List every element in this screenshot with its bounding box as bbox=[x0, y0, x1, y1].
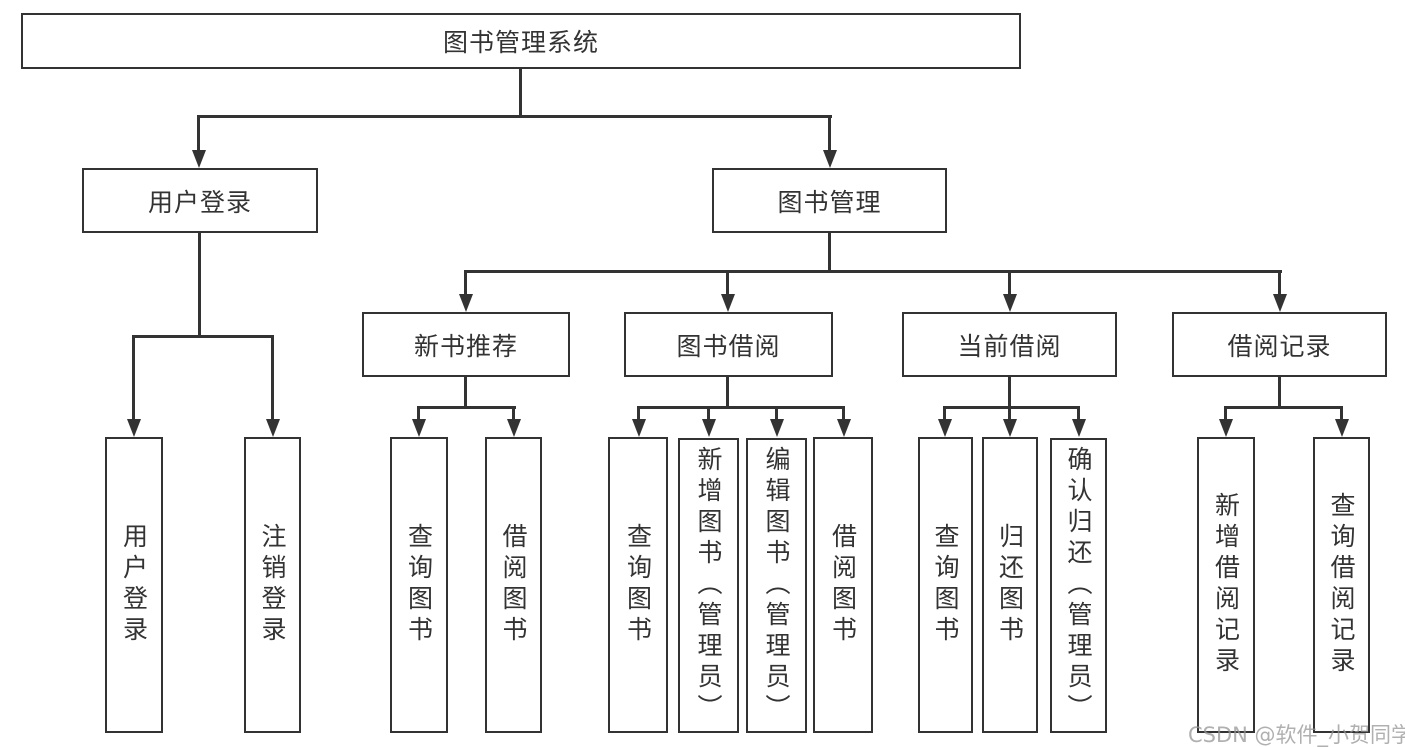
arrow-to-query-book-3-line bbox=[943, 407, 946, 423]
connector-current-borrow-trunk bbox=[1008, 377, 1011, 409]
arrow-to-borrow-book-2-line bbox=[842, 407, 845, 423]
arrow-to-leaf-user-login-head-icon bbox=[127, 419, 141, 437]
leaf-add-book: 新增图书（管理员） bbox=[678, 438, 739, 733]
arrow-to-book-borrow-head-icon bbox=[721, 294, 735, 312]
watermark: CSDN @软件_小贺同学 bbox=[1188, 723, 1405, 747]
node-current-borrow: 当前借阅 bbox=[902, 312, 1117, 377]
leaf-borrow-book-2: 借阅图书 bbox=[813, 437, 873, 733]
arrow-to-return-book-head-icon bbox=[1003, 419, 1017, 437]
leaf-query-book-1-label: 查询图书 bbox=[404, 523, 434, 647]
leaf-edit-book-label: 编辑图书（管理员） bbox=[762, 446, 791, 725]
leaf-query-record: 查询借阅记录 bbox=[1313, 437, 1370, 733]
leaf-user-login-label: 用户登录 bbox=[119, 523, 149, 647]
node-user-login-label: 用户登录 bbox=[147, 187, 252, 217]
leaf-user-login: 用户登录 bbox=[105, 437, 163, 733]
arrow-to-user-login-line bbox=[197, 116, 200, 154]
node-borrow-record-label: 借阅记录 bbox=[1227, 331, 1332, 361]
leaf-add-book-label: 新增图书（管理员） bbox=[694, 446, 723, 725]
connector-new-book-trunk bbox=[464, 377, 467, 409]
node-root: 图书管理系统 bbox=[21, 13, 1021, 69]
arrow-to-query-book-1-head-icon bbox=[412, 419, 426, 437]
arrow-to-book-borrow-line bbox=[726, 271, 729, 298]
arrow-to-query-book-2-line bbox=[637, 407, 640, 423]
leaf-add-record: 新增借阅记录 bbox=[1197, 437, 1255, 733]
connector-borrow-record-trunk bbox=[1278, 377, 1281, 409]
leaf-query-book-3: 查询图书 bbox=[918, 437, 973, 733]
node-book-mgmt: 图书管理 bbox=[712, 168, 947, 233]
leaf-borrow-book-2-label: 借阅图书 bbox=[828, 523, 858, 647]
node-book-borrow-label: 图书借阅 bbox=[676, 331, 781, 361]
connector-level1-rail bbox=[197, 115, 832, 118]
arrow-to-book-mgmt-head-icon bbox=[823, 150, 837, 168]
leaf-logout: 注销登录 bbox=[244, 437, 301, 733]
leaf-query-book-2: 查询图书 bbox=[608, 437, 668, 733]
arrow-to-query-record-head-icon bbox=[1335, 419, 1349, 437]
arrow-to-borrow-book-1-line bbox=[512, 407, 515, 423]
arrow-to-new-book-line bbox=[464, 271, 467, 298]
node-current-borrow-label: 当前借阅 bbox=[957, 331, 1062, 361]
arrow-to-add-book-head-icon bbox=[702, 419, 716, 437]
arrow-to-confirm-return-head-icon bbox=[1072, 419, 1086, 437]
arrow-to-query-record-line bbox=[1340, 407, 1343, 423]
leaf-edit-book: 编辑图书（管理员） bbox=[746, 438, 807, 733]
leaf-query-book-3-label: 查询图书 bbox=[931, 523, 960, 647]
arrow-to-new-book-head-icon bbox=[459, 294, 473, 312]
arrow-to-edit-book-head-icon bbox=[770, 419, 784, 437]
connector-borrow-record-rail bbox=[1224, 406, 1343, 409]
node-borrow-record: 借阅记录 bbox=[1172, 312, 1387, 377]
leaf-return-book: 归还图书 bbox=[982, 437, 1038, 733]
leaf-query-book-1: 查询图书 bbox=[390, 437, 448, 733]
node-user-login: 用户登录 bbox=[82, 168, 318, 233]
arrow-to-add-record-head-icon bbox=[1219, 419, 1233, 437]
connector-book-mgmt-rail bbox=[464, 270, 1282, 273]
arrow-to-leaf-logout-head-icon bbox=[266, 419, 280, 437]
node-new-book-rec: 新书推荐 bbox=[362, 312, 570, 377]
connector-root-trunk bbox=[519, 69, 522, 118]
leaf-confirm-return-label: 确认归还（管理员） bbox=[1064, 446, 1093, 725]
arrow-to-query-book-2-head-icon bbox=[632, 419, 646, 437]
connector-book-mgmt-trunk bbox=[828, 233, 831, 273]
arrow-to-add-book-line bbox=[707, 407, 710, 423]
leaf-query-book-2-label: 查询图书 bbox=[623, 523, 653, 647]
arrow-to-query-book-3-head-icon bbox=[938, 419, 952, 437]
arrow-to-borrow-record-head-icon bbox=[1273, 294, 1287, 312]
arrow-to-leaf-logout-line bbox=[271, 336, 274, 423]
connector-new-book-rail bbox=[417, 406, 516, 409]
arrow-to-leaf-user-login-line bbox=[132, 336, 135, 423]
arrow-to-borrow-record-line bbox=[1278, 271, 1281, 298]
arrow-to-borrow-book-2-head-icon bbox=[837, 419, 851, 437]
arrow-to-current-borrow-line bbox=[1008, 271, 1011, 298]
node-book-borrow: 图书借阅 bbox=[624, 312, 833, 377]
connector-user-login-rail bbox=[132, 335, 274, 338]
node-book-mgmt-label: 图书管理 bbox=[777, 187, 882, 217]
node-new-book-rec-label: 新书推荐 bbox=[413, 331, 518, 361]
connector-user-login-trunk bbox=[198, 233, 201, 338]
arrow-to-book-mgmt-line bbox=[828, 116, 831, 154]
leaf-add-record-label: 新增借阅记录 bbox=[1211, 492, 1241, 678]
leaf-borrow-book-1: 借阅图书 bbox=[485, 437, 542, 733]
arrow-to-return-book-line bbox=[1008, 407, 1011, 423]
connector-current-borrow-rail bbox=[943, 406, 1080, 409]
arrow-to-query-book-1-line bbox=[417, 407, 420, 423]
node-root-label: 图书管理系统 bbox=[442, 28, 599, 57]
leaf-borrow-book-1-label: 借阅图书 bbox=[499, 523, 528, 647]
leaf-logout-label: 注销登录 bbox=[258, 523, 287, 647]
leaf-query-record-label: 查询借阅记录 bbox=[1327, 492, 1356, 678]
arrow-to-borrow-book-1-head-icon bbox=[507, 419, 521, 437]
arrow-to-current-borrow-head-icon bbox=[1003, 294, 1017, 312]
leaf-confirm-return: 确认归还（管理员） bbox=[1050, 438, 1107, 733]
arrow-to-edit-book-line bbox=[775, 407, 778, 423]
arrow-to-add-record-line bbox=[1224, 407, 1227, 423]
connector-book-borrow-trunk bbox=[726, 377, 729, 409]
arrow-to-confirm-return-line bbox=[1077, 407, 1080, 423]
arrow-to-user-login-head-icon bbox=[192, 150, 206, 168]
connector-book-borrow-rail bbox=[637, 406, 845, 409]
leaf-return-book-label: 归还图书 bbox=[995, 523, 1025, 647]
